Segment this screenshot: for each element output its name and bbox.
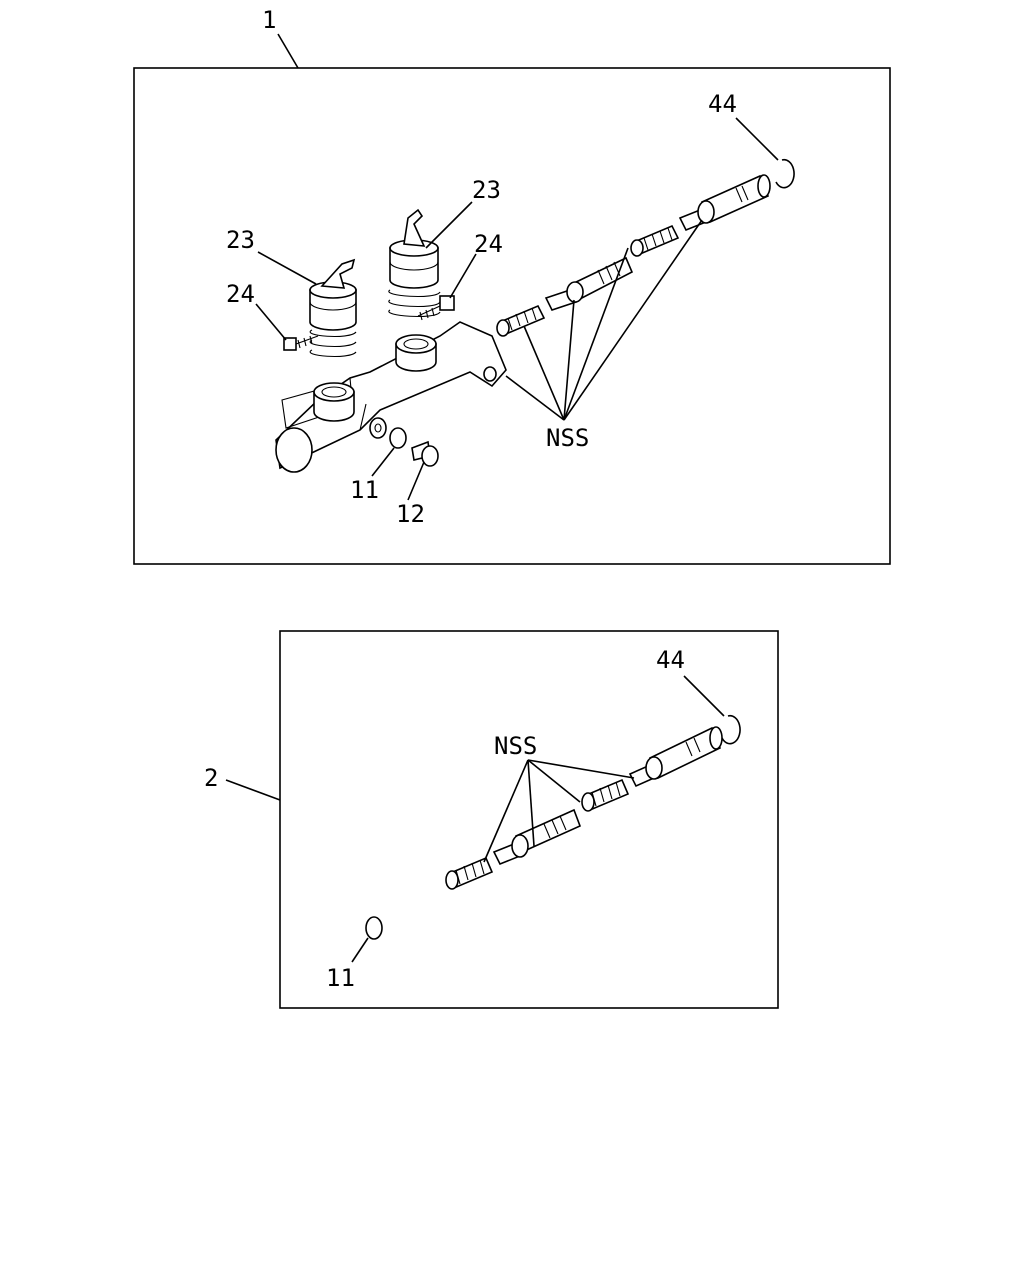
spring-1: [496, 304, 546, 337]
callout-24-upper: 24: [474, 230, 503, 258]
callout-nss-2: NSS: [494, 732, 537, 760]
snap-ring: [775, 158, 795, 189]
assembly-2-ref-leader: [225, 779, 281, 801]
piston-kit-1: [496, 158, 795, 337]
plug: [411, 440, 439, 467]
assembly-1-ref-label: 1: [262, 6, 276, 34]
reservoir-upper: [388, 208, 441, 317]
spring-4: [581, 778, 630, 812]
piston-2: [678, 174, 771, 232]
spring-2: [630, 224, 680, 257]
piston-3: [492, 808, 582, 866]
piston-1: [544, 256, 634, 311]
washer: [389, 427, 407, 449]
bolt-upper: [417, 295, 455, 321]
assembly-1-ref-leader: [277, 33, 299, 69]
callout-11: 11: [350, 476, 379, 504]
spring-3: [445, 856, 494, 890]
master-cylinder-body: [275, 321, 507, 473]
assembly-2-leaders: [351, 675, 725, 963]
callout-44: 44: [708, 90, 737, 118]
callout-24-left: 24: [226, 280, 255, 308]
assembly-2-ref-label: 2: [204, 764, 218, 792]
snap-ring-2: [721, 714, 741, 745]
assembly-1-frame: [133, 67, 891, 565]
assembly-1-leaders: [255, 117, 779, 501]
assembly-1: 1: [133, 6, 891, 565]
callout-nss: NSS: [546, 424, 589, 452]
callout-12: 12: [396, 500, 425, 528]
piston-kit-2: [445, 714, 741, 890]
callout-11-2: 11: [326, 964, 355, 992]
assembly-2-frame: [279, 630, 779, 1009]
piston-4: [628, 726, 723, 788]
bolt-left: [283, 335, 319, 351]
washer-2: [365, 916, 383, 940]
callout-44-2: 44: [656, 646, 685, 674]
assembly-2: 2: [204, 630, 779, 1009]
callout-23-upper: 23: [472, 176, 501, 204]
reservoir-left: [309, 258, 357, 357]
callout-23-left: 23: [226, 226, 255, 254]
